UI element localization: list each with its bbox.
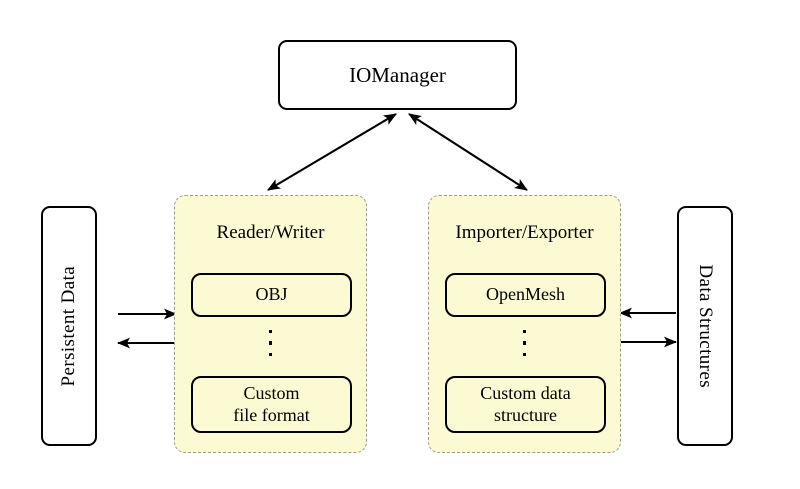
- node-custom-data-structure-line2: structure: [494, 404, 557, 425]
- node-data-structures-label: Data Structures: [695, 264, 717, 388]
- panel-importer-exporter-title: Importer/Exporter: [455, 222, 594, 243]
- node-custom-file-format[interactable]: Custom file format: [191, 376, 352, 433]
- node-data-structures[interactable]: Data Structures: [677, 206, 733, 446]
- node-custom-file-format-line1: Custom: [243, 382, 300, 403]
- node-custom-data-structure[interactable]: Custom data structure: [445, 376, 606, 433]
- node-openmesh-label: OpenMesh: [486, 284, 565, 305]
- ellipsis-icon: [429, 330, 620, 357]
- node-iomanager-label: IOManager: [349, 62, 446, 87]
- node-custom-file-format-line2: file format: [233, 404, 310, 425]
- node-openmesh[interactable]: OpenMesh: [445, 273, 606, 317]
- node-persistent-data-label: Persistent Data: [57, 265, 79, 387]
- node-obj-label: OBJ: [255, 284, 288, 305]
- connector-manager-readerwriter: [267, 113, 397, 191]
- node-custom-file-format-label: Custom file format: [233, 383, 309, 426]
- node-iomanager[interactable]: IOManager: [278, 40, 517, 110]
- panel-importer-exporter[interactable]: Importer/Exporter OpenMesh Custom data s…: [428, 195, 621, 453]
- node-persistent-data[interactable]: Persistent Data: [41, 206, 97, 446]
- ellipsis-icon: [175, 330, 366, 357]
- node-custom-data-structure-line1: Custom data: [480, 382, 571, 403]
- node-obj[interactable]: OBJ: [191, 273, 352, 317]
- panel-reader-writer-title: Reader/Writer: [216, 222, 325, 243]
- connector-manager-importerexporter: [408, 113, 528, 191]
- panel-reader-writer[interactable]: Reader/Writer OBJ Custom file format: [174, 195, 367, 453]
- node-custom-data-structure-label: Custom data structure: [480, 383, 571, 426]
